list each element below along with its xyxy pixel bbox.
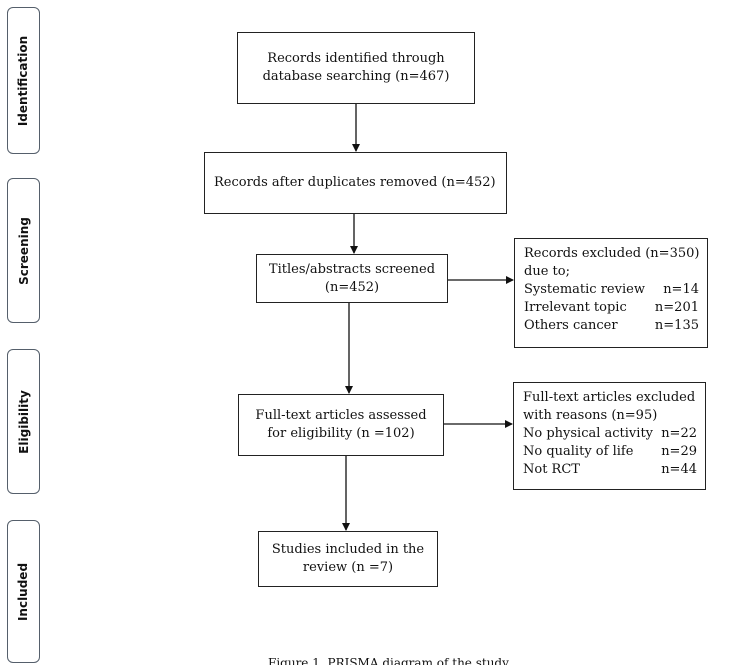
box-studies-included-line1: Studies included in the [271, 542, 425, 557]
box-screened-line2: (n=452) [324, 279, 380, 295]
exclusion-reason: No physical activity [523, 426, 654, 441]
exclusion-row: No physical activity n=22 [523, 425, 697, 443]
full-text-excluded-subheader: with reasons (n=95) [523, 408, 658, 423]
box-duplicates-removed: Records after duplicates removed (n=452) [204, 152, 507, 214]
exclusion-count: n=29 [661, 444, 697, 459]
exclusion-reason: Others cancer [524, 318, 618, 333]
exclusion-count: n=44 [661, 462, 697, 477]
box-full-text-assessed: Full-text articles assessed for eligibil… [238, 394, 444, 456]
exclusion-row: No quality of life n=29 [523, 443, 697, 461]
box-records-identified-line2: database searching (n=467) [262, 69, 450, 84]
exclusion-row: Irrelevant topic n=201 [524, 299, 699, 317]
stage-eligibility: Eligibility [7, 349, 40, 494]
exclusion-reason: No quality of life [523, 444, 634, 459]
records-excluded-subheader: due to; [524, 264, 570, 279]
box-studies-included-line2: review (n =7) [302, 560, 394, 575]
stage-identification: Identification [7, 7, 40, 154]
stage-screening: Screening [7, 178, 40, 323]
exclusion-reason: Systematic review [524, 282, 645, 297]
box-studies-included: Studies included in the review (n =7) [258, 531, 438, 587]
figure-caption: Figure 1. PRISMA diagram of the study [268, 656, 509, 665]
exclusion-row: Systematic review n=14 [524, 281, 699, 299]
box-records-excluded: Records excluded (n=350) due to; Systema… [514, 238, 708, 348]
box-full-text-excluded: Full-text articles excluded with reasons… [513, 382, 706, 490]
exclusion-count: n=14 [663, 282, 699, 297]
box-screened-line1: Titles/abstracts screened [268, 261, 436, 277]
exclusion-reason: Not RCT [523, 462, 580, 477]
box-titles-abstracts-screened: Titles/abstracts screened (n=452) [256, 254, 448, 303]
records-excluded-header: Records excluded (n=350) [524, 246, 700, 261]
box-records-identified-line1: Records identified through [267, 51, 445, 66]
box-duplicates-removed-line1: Records after duplicates removed (n=452) [214, 175, 496, 190]
exclusion-count: n=22 [661, 426, 697, 441]
box-full-text-assessed-line1: Full-text articles assessed [255, 408, 427, 423]
exclusion-count: n=201 [654, 300, 699, 315]
exclusion-reason: Irrelevant topic [524, 300, 627, 315]
full-text-excluded-header: Full-text articles excluded [523, 390, 696, 405]
stage-included: Included [7, 520, 40, 663]
exclusion-row: Not RCT n=44 [523, 461, 697, 479]
exclusion-count: n=135 [654, 318, 699, 333]
box-records-identified: Records identified through database sear… [237, 32, 475, 104]
exclusion-row: Others cancer n=135 [524, 317, 699, 335]
box-full-text-assessed-line2: for eligibility (n =102) [267, 426, 415, 441]
